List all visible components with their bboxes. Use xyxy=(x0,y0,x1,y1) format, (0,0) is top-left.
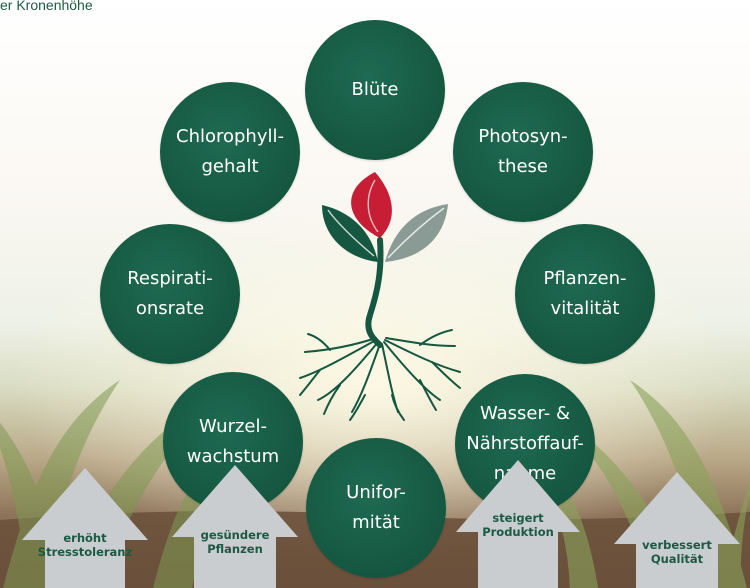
arrow-produktion-label: steigert Produktion xyxy=(458,511,578,539)
arrow-pflanzen-label: gesündere Pflanzen xyxy=(175,528,295,556)
arrow-stresstoleranz xyxy=(22,468,148,588)
arrow-stresstoleranz-label: erhöht Stresstoleranz xyxy=(25,531,145,559)
arrow-qualitaet xyxy=(614,472,740,588)
arrow-pflanzen xyxy=(172,465,298,588)
arrow-qualitaet-label: verbessert Qualität xyxy=(617,538,737,566)
